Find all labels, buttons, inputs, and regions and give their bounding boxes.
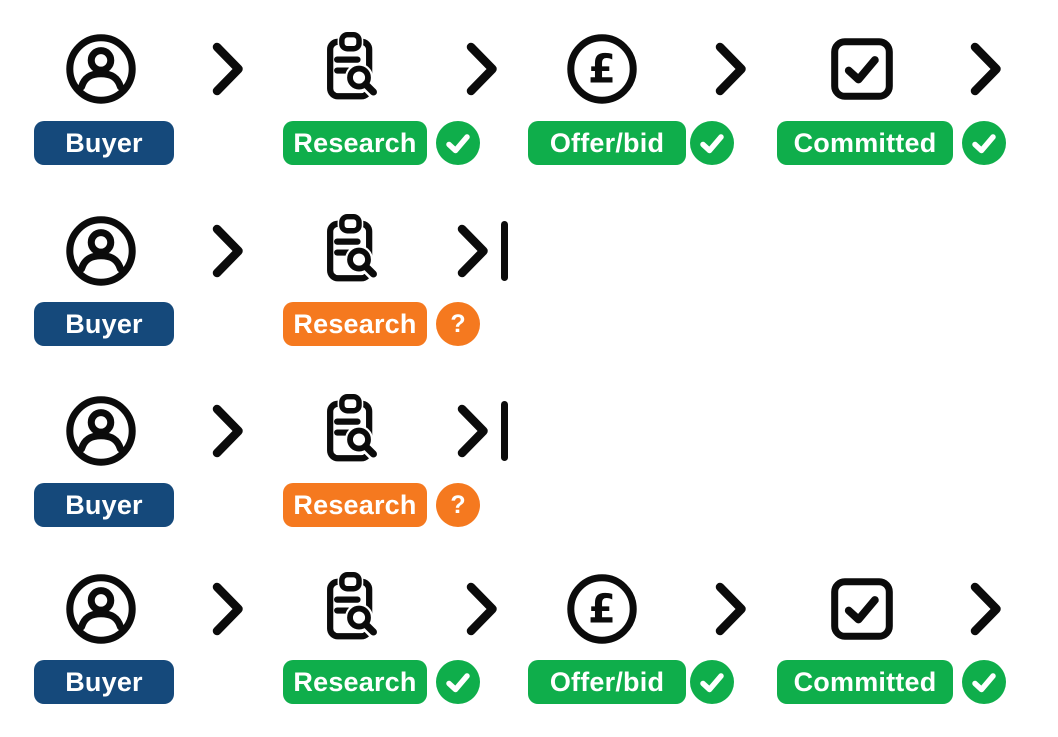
stage-label: Buyer [34,483,174,527]
clipboard-search-icon [313,212,391,290]
stage-label: Offer/bid [528,660,686,704]
check-circle-badge [962,121,1006,165]
chevron-right-icon [713,41,747,97]
check-icon [690,121,734,165]
question-circle-badge: ? [436,302,480,346]
user-circle-icon [62,30,140,108]
check-icon [962,660,1006,704]
clipboard-search-icon [313,570,391,648]
chevron-right-icon [210,581,244,637]
check-icon [690,660,734,704]
chevron-right-icon [210,403,244,459]
stage-label: Committed [777,660,953,704]
end-bar [501,221,508,281]
check-icon [962,121,1006,165]
user-circle-icon [62,212,140,290]
check-circle-badge [690,660,734,704]
stage-label: Buyer [34,302,174,346]
chevron-right-icon [210,41,244,97]
chevron-right-icon [968,581,1002,637]
user-circle-icon [62,570,140,648]
check-circle-badge [962,660,1006,704]
chevron-right-icon [713,581,747,637]
chevron-end-bar-icon [455,403,489,459]
check-circle-badge [690,121,734,165]
clipboard-search-icon [313,30,391,108]
chevron-right-icon [464,41,498,97]
question-mark: ? [450,309,466,338]
stage-label: Research [283,302,427,346]
chevron-right-icon [210,223,244,279]
chevron-end-bar-icon [455,223,489,279]
check-circle-badge [436,121,480,165]
check-icon [436,121,480,165]
clipboard-search-icon [313,392,391,470]
question-circle-badge: ? [436,483,480,527]
chevron-right-icon [968,41,1002,97]
pound-sterling-circle-icon [563,30,641,108]
question-mark: ? [450,490,466,519]
checkbox-checked-icon [823,30,901,108]
stage-label: Committed [777,121,953,165]
stage-label: Buyer [34,121,174,165]
stage-label: Offer/bid [528,121,686,165]
stage-label: Research [283,660,427,704]
stage-label: Research [283,483,427,527]
chevron-right-icon [464,581,498,637]
end-bar [501,401,508,461]
checkbox-checked-icon [823,570,901,648]
stage-label: Research [283,121,427,165]
check-circle-badge [436,660,480,704]
stage-label: Buyer [34,660,174,704]
user-circle-icon [62,392,140,470]
check-icon [436,660,480,704]
pound-sterling-circle-icon [563,570,641,648]
